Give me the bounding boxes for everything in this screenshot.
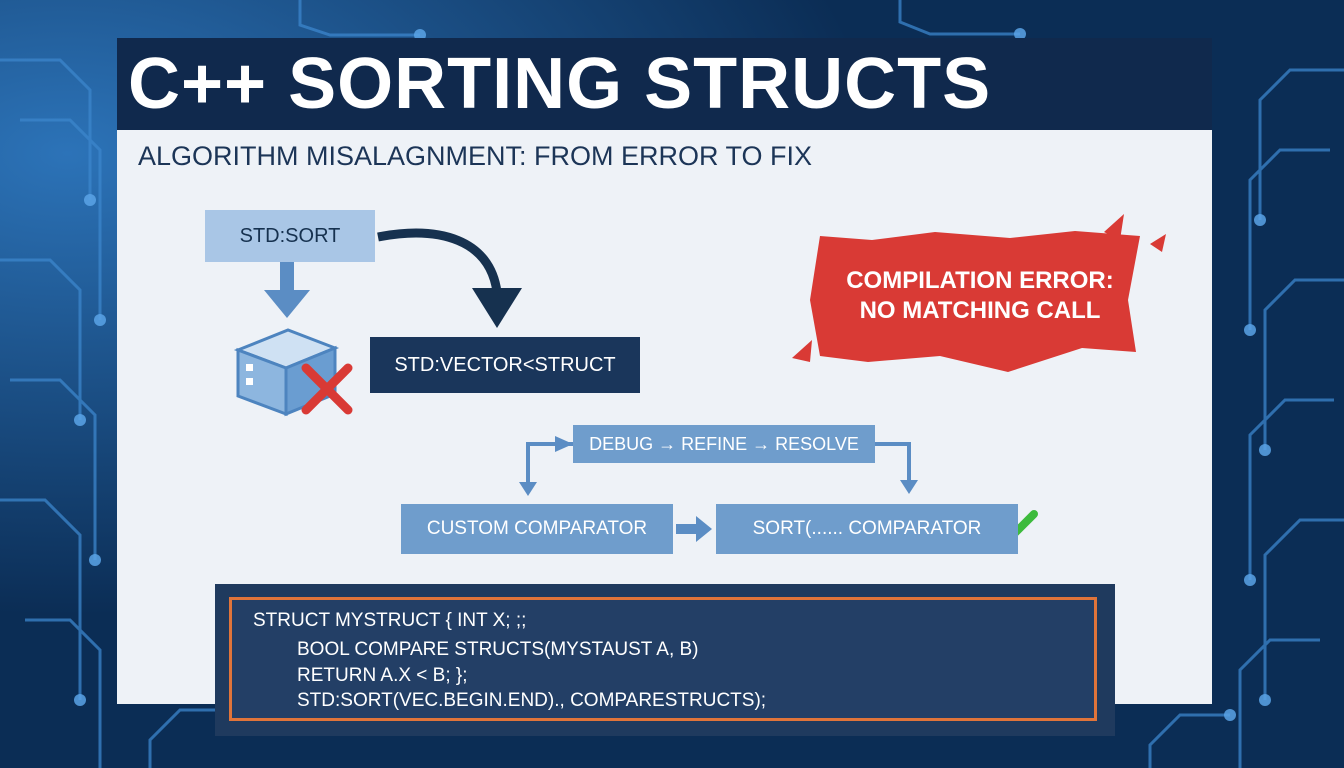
custom-comparator-box: CUSTOM COMPARATOR — [401, 504, 673, 554]
arrow-down-icon — [519, 482, 537, 496]
title-bar — [117, 38, 1212, 130]
sort-comparator-box: SORT(...... COMPARATOR — [716, 504, 1018, 554]
down-arrow-icon — [264, 262, 310, 318]
curved-arrow-icon — [377, 228, 522, 328]
arrow-down-icon — [900, 480, 918, 494]
code-line: STD:SORT(VEC.BEGIN.END)., COMPARESTRUCTS… — [297, 690, 767, 711]
x-mark-icon — [301, 363, 353, 415]
error-banner-shape — [792, 214, 1166, 372]
page-subtitle: ALGORITHM MISALAGNMENT: FROM ERROR TO FI… — [138, 141, 813, 171]
error-message: COMPILATION ERROR: NO MATCHING CALL — [830, 266, 1130, 332]
vector-struct-box: STD:VECTOR<STRUCT — [370, 337, 640, 393]
arrow-right-icon — [555, 436, 573, 452]
code-line: STRUCT MYSTRUCT { INT X; ;; — [253, 610, 527, 631]
std-sort-box: STD:SORT — [205, 210, 375, 262]
arrow-right-icon — [676, 516, 712, 542]
code-block — [229, 597, 1097, 721]
error-line-1: COMPILATION ERROR: — [846, 267, 1114, 294]
struct-cube-icon — [233, 328, 340, 417]
debug-flow-box: DEBUG → REFINE → RESOLVE — [573, 425, 875, 463]
code-line: RETURN A.X < B; }; — [297, 665, 468, 686]
error-line-2: NO MATCHING CALL — [859, 297, 1101, 324]
page-title: C++ SORTING STRUCTS — [128, 44, 992, 124]
code-line: BOOL COMPARE STRUCTS(MYSTAUST A, B) — [297, 639, 699, 660]
